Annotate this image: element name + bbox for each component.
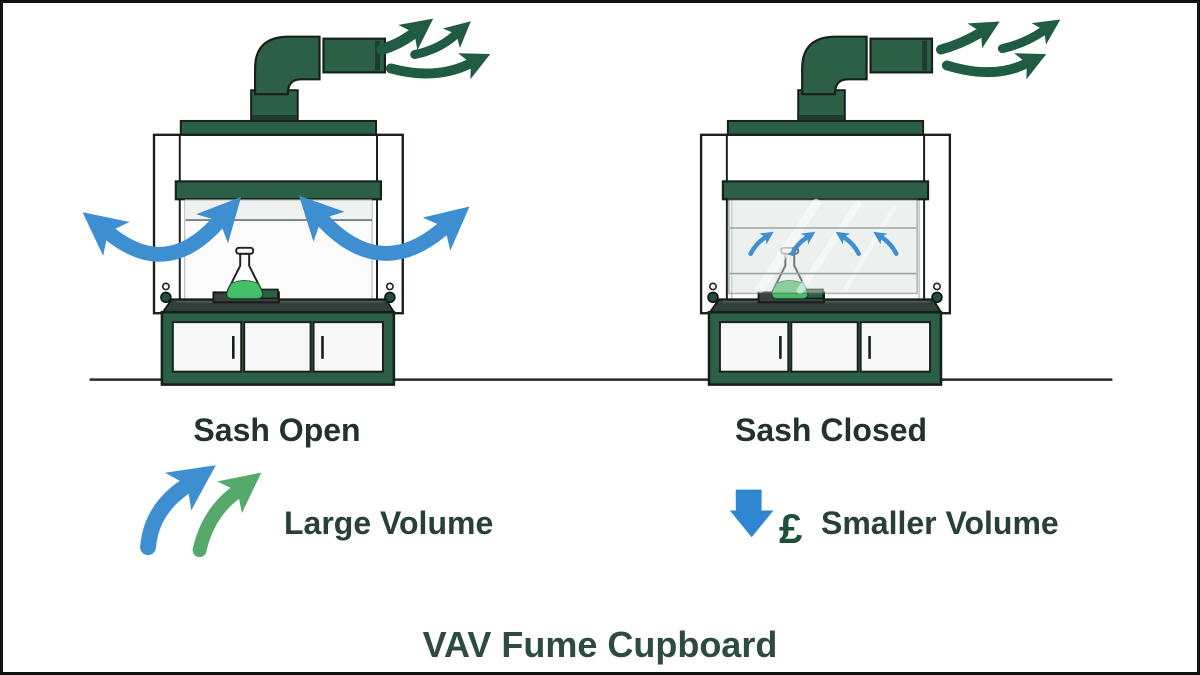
- sash-closed-caption: Sash Closed: [734, 412, 928, 448]
- closed-sash-glass: [728, 198, 918, 295]
- fume-cupboard-sash-open: [82, 18, 491, 386]
- diagram-canvas: [82, 18, 1113, 558]
- exhaust-duct-icon: [250, 35, 387, 124]
- exhaust-airflow-arrows-icon: [376, 18, 491, 80]
- large-volume-label: Large Volume: [284, 505, 494, 541]
- smaller-volume-down-arrow-icon: [729, 489, 774, 538]
- intake-airflow-arrows-icon: [82, 195, 470, 262]
- smaller-volume-label: Smaller Volume: [821, 505, 1059, 541]
- pound-symbol: £: [779, 505, 803, 552]
- fume-cupboard-sash-closed: [699, 19, 1061, 386]
- exhaust-duct-icon: [797, 35, 934, 124]
- raised-sash-glass: [184, 199, 373, 221]
- diagram-title: VAV Fume Cupboard: [422, 624, 778, 665]
- large-volume-arrows-icon: [140, 465, 262, 558]
- containment-airflow-arrows-icon: [748, 231, 899, 256]
- sash-open-caption: Sash Open: [193, 412, 361, 448]
- exhaust-airflow-arrows-icon: [935, 19, 1061, 80]
